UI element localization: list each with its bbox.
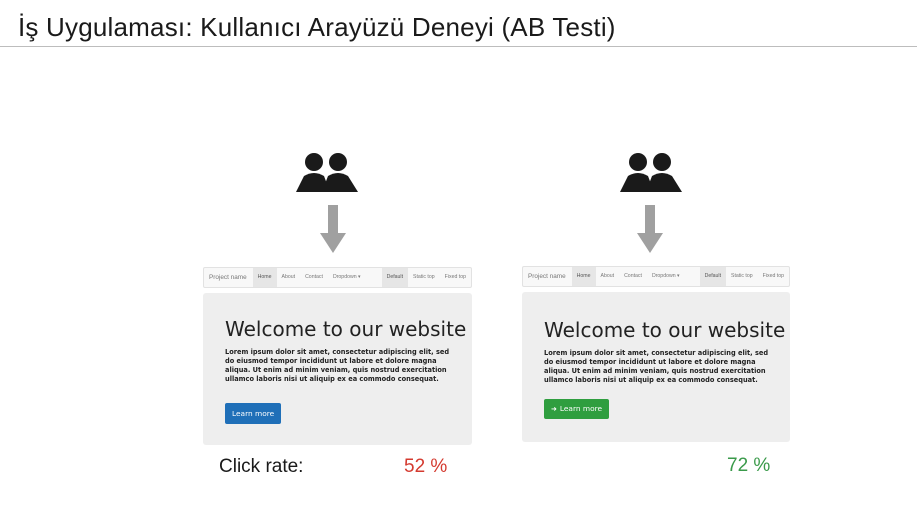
- arrow-right-icon: ➜: [551, 405, 557, 413]
- nav-item-fixed-top[interactable]: Fixed top: [444, 274, 466, 280]
- nav-item-static-top[interactable]: Static top: [731, 273, 753, 279]
- users-icon: [296, 153, 358, 192]
- users-icon: [620, 153, 682, 192]
- nav-item-default[interactable]: Default: [381, 268, 409, 287]
- nav-item-static-top[interactable]: Static top: [413, 274, 435, 280]
- jumbotron-heading: Welcome to our website: [544, 318, 786, 342]
- learn-more-label: Learn more: [559, 404, 603, 413]
- variant-b-mockup: Project name Home About Contact Dropdown…: [522, 266, 790, 442]
- nav-item-about[interactable]: About: [281, 274, 296, 280]
- nav-item-dropdown[interactable]: Dropdown ▾: [332, 274, 361, 280]
- nav-item-about[interactable]: About: [600, 273, 615, 279]
- nav-item-default[interactable]: Default: [699, 267, 727, 286]
- nav-item-home[interactable]: Home: [571, 267, 596, 286]
- variant-a-click-rate: 52 %: [404, 456, 448, 477]
- nav-item-dropdown[interactable]: Dropdown ▾: [651, 273, 680, 279]
- down-arrow-icon: [320, 205, 346, 253]
- down-arrow-icon: [637, 205, 663, 253]
- variant-b-click-rate: 72 %: [727, 455, 771, 476]
- jumbotron-body: Lorem ipsum dolor sit amet, consectetur …: [544, 349, 769, 384]
- navbar-brand[interactable]: Project name: [209, 274, 247, 281]
- learn-more-button[interactable]: ➜Learn more: [544, 399, 610, 419]
- slide-title: İş Uygulaması: Kullanıcı Arayüzü Deneyi …: [18, 12, 616, 42]
- nav-item-contact[interactable]: Contact: [624, 273, 642, 279]
- nav-item-home[interactable]: Home: [252, 268, 277, 287]
- nav-item-fixed-top[interactable]: Fixed top: [762, 273, 784, 279]
- variant-a-navbar: Project name Home About Contact Dropdown…: [203, 267, 472, 288]
- variant-a-jumbotron: Welcome to our website Lorem ipsum dolor…: [203, 293, 472, 445]
- jumbotron-heading: Welcome to our website: [225, 317, 467, 341]
- learn-more-button[interactable]: Learn more: [225, 403, 282, 424]
- nav-item-contact[interactable]: Contact: [305, 274, 323, 280]
- variant-a-mockup: Project name Home About Contact Dropdown…: [203, 267, 472, 445]
- title-divider: [0, 46, 917, 47]
- navbar-brand[interactable]: Project name: [528, 273, 566, 280]
- jumbotron-body: Lorem ipsum dolor sit amet, consectetur …: [225, 348, 450, 383]
- variant-b-navbar: Project name Home About Contact Dropdown…: [522, 266, 790, 287]
- variant-b-jumbotron: Welcome to our website Lorem ipsum dolor…: [522, 292, 790, 442]
- click-rate-label: Click rate:: [219, 456, 304, 477]
